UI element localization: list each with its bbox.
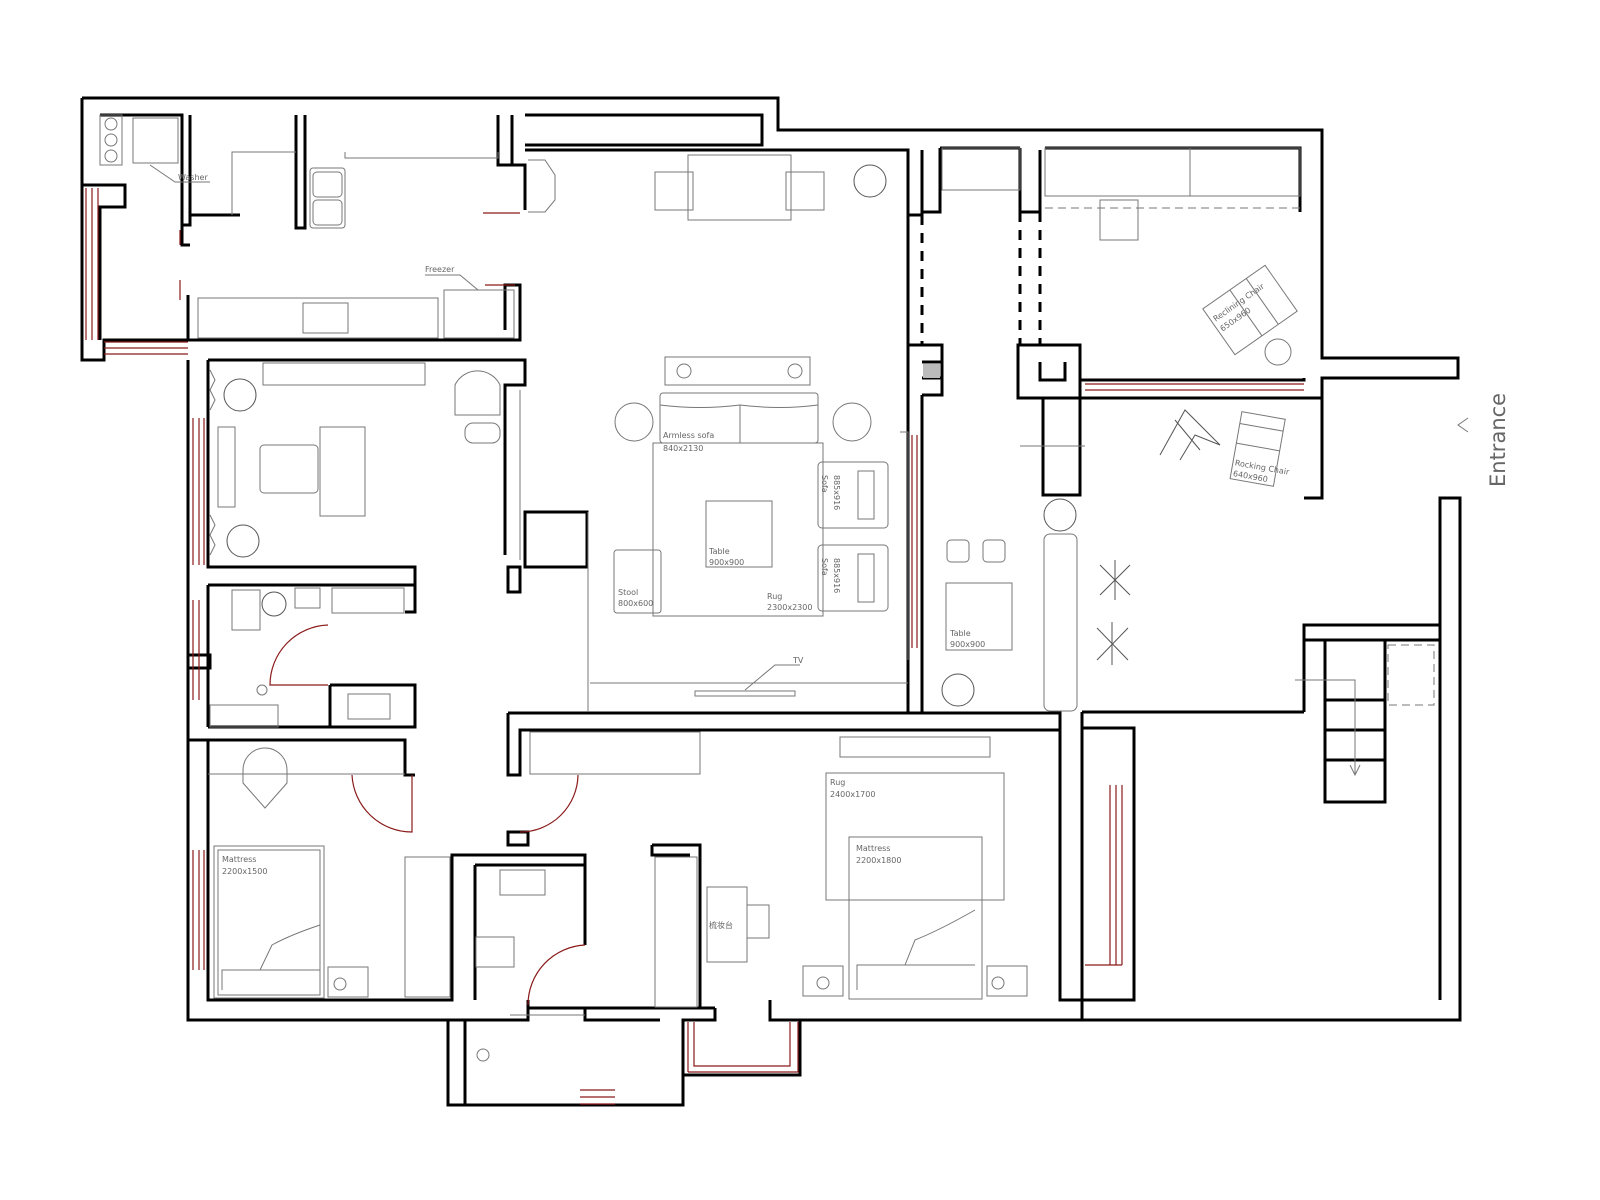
plant-icon bbox=[853, 164, 887, 198]
coffee-table bbox=[705, 500, 773, 568]
mattress-1-size: 2200x1500 bbox=[222, 867, 267, 876]
table-label: Table bbox=[708, 547, 730, 556]
table-2-label: Table bbox=[949, 629, 971, 638]
table-2-size: 900x900 bbox=[950, 640, 985, 649]
rug-2 bbox=[825, 772, 1005, 901]
sofa-1-label: Sofa bbox=[820, 475, 829, 493]
plant-icon bbox=[223, 378, 257, 412]
sofa-1 bbox=[817, 461, 889, 529]
study bbox=[209, 362, 521, 560]
sofa-2-label: Sofa bbox=[820, 558, 829, 576]
desk bbox=[319, 426, 366, 517]
dressing-table-label: 梳妆台 bbox=[709, 920, 733, 930]
rug bbox=[652, 442, 824, 617]
armless-sofa-label: Armless sofa bbox=[663, 431, 714, 440]
rug-2-size: 2400x1700 bbox=[830, 790, 875, 799]
column bbox=[923, 364, 940, 378]
plant-icon bbox=[1043, 498, 1077, 532]
entrance-label: Entrance bbox=[1486, 393, 1510, 487]
sink-icon bbox=[309, 167, 346, 229]
plant-icon bbox=[1096, 622, 1129, 665]
lounge: Reclining Chair 650x960 Rocking Chair 64… bbox=[1044, 147, 1435, 777]
armless-sofa-size: 840x2130 bbox=[663, 444, 703, 453]
washer-label: Washer bbox=[178, 173, 208, 182]
bedroom-1: Mattress 2200x1500 bbox=[208, 747, 546, 999]
cooktop-icon bbox=[302, 302, 349, 334]
stool bbox=[613, 549, 662, 614]
kitchen: Washer Freezer bbox=[99, 114, 556, 339]
entrance[interactable]: Entrance bbox=[1457, 393, 1510, 487]
stool-label: Stool bbox=[618, 588, 638, 597]
bed-1 bbox=[213, 845, 325, 999]
sofa-2 bbox=[817, 544, 889, 612]
plant-icon bbox=[941, 673, 975, 707]
doors bbox=[179, 230, 586, 1006]
stool-size: 800x600 bbox=[618, 599, 653, 608]
tv-label: TV bbox=[792, 656, 804, 665]
bedroom-2: Rug 2400x1700 Mattress 2200x1800 梳妆台 bbox=[529, 731, 1028, 1008]
entrance-arrow-icon bbox=[1457, 417, 1469, 433]
plant-icon bbox=[226, 524, 260, 558]
plant-icon bbox=[1159, 409, 1221, 461]
sofa-2-size: 885x916 bbox=[832, 558, 841, 593]
walls bbox=[80, 96, 1462, 1107]
freezer-label: Freezer bbox=[425, 265, 455, 274]
dining-table-2 bbox=[945, 582, 1013, 651]
chair bbox=[259, 444, 319, 494]
rug-label: Rug bbox=[767, 592, 782, 601]
dining-table bbox=[687, 154, 792, 221]
dining-area: Table 900x900 bbox=[941, 147, 1085, 712]
plant-icon bbox=[1099, 560, 1131, 600]
mattress-2-label: Mattress bbox=[856, 844, 890, 853]
sofa-1-size: 885x916 bbox=[832, 475, 841, 510]
freezer-icon bbox=[443, 289, 515, 339]
tv-unit bbox=[694, 690, 796, 697]
reclining-chair: Reclining Chair 650x960 bbox=[1202, 264, 1298, 356]
mattress-2-size: 2200x1800 bbox=[856, 856, 901, 865]
table-size: 900x900 bbox=[709, 558, 744, 567]
windows bbox=[85, 188, 1304, 1105]
open-partitions bbox=[906, 207, 1300, 345]
stove-icon bbox=[99, 114, 123, 166]
living-room: Armless sofa 840x2130 Rug 2300x2300 Tabl… bbox=[587, 154, 909, 712]
rug-2-label: Rug bbox=[830, 778, 845, 787]
toilet-icon bbox=[231, 589, 261, 631]
bed-2 bbox=[848, 836, 983, 1000]
rug-size: 2300x2300 bbox=[767, 603, 812, 612]
washer-icon bbox=[132, 117, 179, 164]
mattress-1-label: Mattress bbox=[222, 855, 256, 864]
rocking-chair: Rocking Chair 640x960 bbox=[1229, 411, 1291, 487]
bathroom-1 bbox=[209, 587, 405, 728]
bathroom-2 bbox=[476, 1014, 585, 1062]
